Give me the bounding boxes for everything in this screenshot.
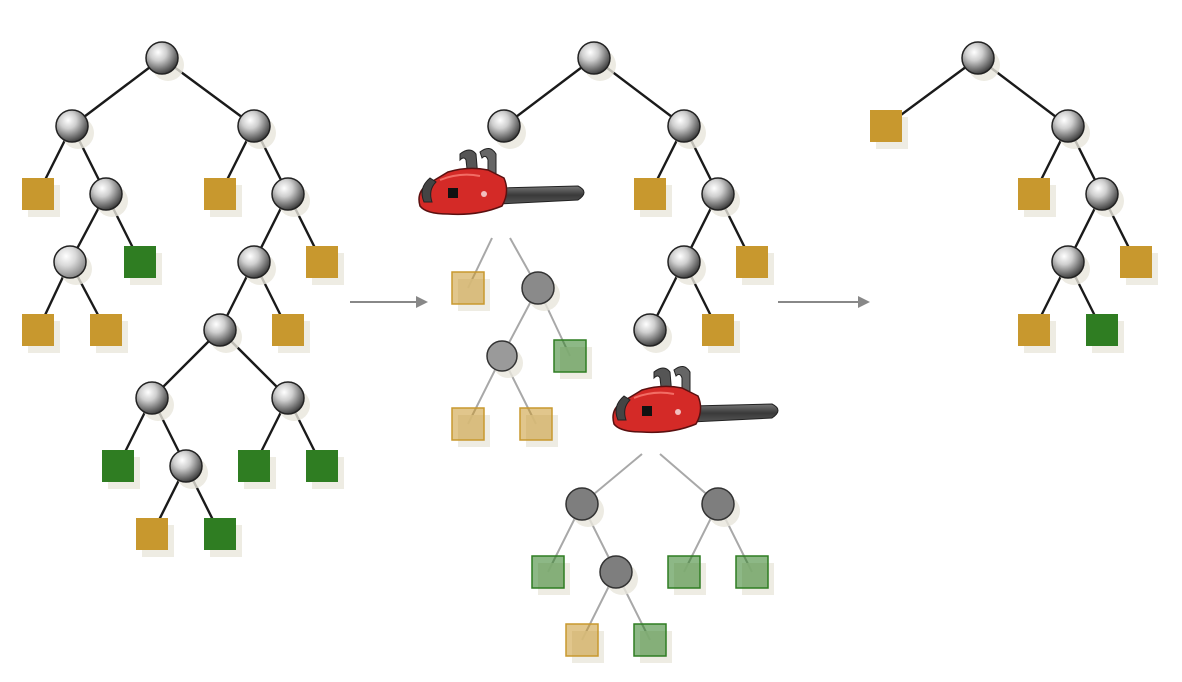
leaf-icon (519, 407, 558, 447)
leaf-icon (870, 110, 908, 149)
decision-node-icon (667, 245, 706, 285)
decision-node-icon (701, 177, 740, 217)
decision-node-icon (203, 313, 242, 353)
decision-node-icon (89, 177, 128, 217)
leaf-icon (102, 450, 140, 489)
leaf-icon (306, 450, 344, 489)
leaf-icon (451, 271, 490, 311)
tree-edge (71, 57, 163, 127)
leaf-icon (306, 246, 344, 285)
leaf-icon (1120, 246, 1158, 285)
decision-node-icon (577, 41, 616, 81)
leaf-icon (553, 339, 592, 379)
decision-node-icon (55, 109, 94, 149)
decision-node-icon (53, 245, 92, 285)
decision-node-icon (135, 381, 174, 421)
leaf-icon (136, 518, 174, 557)
leaf-icon (22, 178, 60, 217)
leaf-icon (272, 314, 310, 353)
leaf-icon (238, 450, 276, 489)
decision-node-icon (521, 271, 560, 311)
decision-node-icon (565, 487, 604, 527)
leaf-icon (451, 407, 490, 447)
leaf-icon (204, 518, 242, 557)
decision-node-icon (145, 41, 184, 81)
leaf-icon (1018, 314, 1056, 353)
decision-node-icon (487, 109, 526, 149)
leaf-icon (90, 314, 128, 353)
leaf-icon (633, 623, 672, 663)
arrow-right-icon (350, 296, 428, 308)
decision-node-icon (1051, 245, 1090, 285)
leaf-icon (124, 246, 162, 285)
decision-node-icon (271, 381, 310, 421)
leaf-icon (565, 623, 604, 663)
decision-node-icon (237, 109, 276, 149)
leaf-icon (1018, 178, 1056, 217)
decision-node-icon (237, 245, 276, 285)
decision-node-icon (169, 449, 208, 489)
pruning-tree (418, 41, 779, 663)
chainsaw-icon (418, 148, 585, 216)
leaf-icon (736, 246, 774, 285)
leaf-icon (735, 555, 774, 595)
leaf-icon (667, 555, 706, 595)
full-tree (22, 41, 344, 557)
leaf-icon (634, 178, 672, 217)
leaf-icon (531, 555, 570, 595)
leaf-icon (204, 178, 242, 217)
decision-node-icon (486, 340, 523, 378)
decision-node-icon (1085, 177, 1124, 217)
tree-edge (503, 57, 595, 127)
leaf-icon (22, 314, 60, 353)
arrow-right-icon (778, 296, 870, 308)
decision-node-icon (1051, 109, 1090, 149)
decision-node-icon (961, 41, 1000, 81)
chainsaw-icon (612, 366, 779, 434)
decision-node-icon (701, 487, 740, 527)
leaf-icon (1086, 314, 1124, 353)
decision-node-icon (633, 313, 672, 353)
decision-node-icon (667, 109, 706, 149)
pruned-tree (870, 41, 1158, 353)
leaf-icon (702, 314, 740, 353)
decision-node-icon (599, 555, 638, 595)
decision-node-icon (271, 177, 310, 217)
